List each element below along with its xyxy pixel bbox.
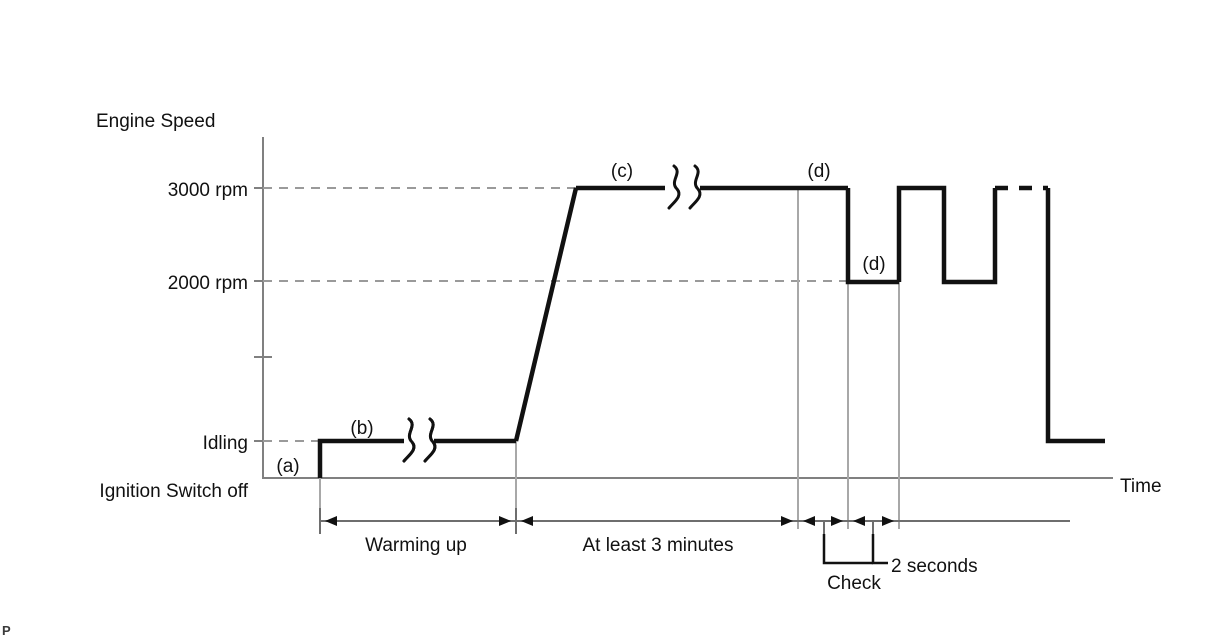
segment-label-check: Check [827, 573, 881, 594]
y-tick-label-3000: 3000 rpm [168, 180, 248, 201]
callout-d-step: (d) [862, 254, 885, 275]
segment-label-three-minutes: At least 3 minutes [582, 535, 733, 556]
break-mark-idling [402, 417, 437, 463]
baseline-label: Ignition Switch off [99, 481, 248, 502]
trace-check-plateau [845, 188, 899, 285]
trace-return-to-idle [1045, 188, 1105, 444]
trace-pulses [896, 185, 998, 285]
y-tick-label-2000: 2000 rpm [168, 273, 248, 294]
callout-a: (a) [276, 456, 299, 477]
callout-b: (b) [350, 418, 373, 439]
y-axis-title: Engine Speed [96, 111, 215, 132]
reference-gridlines [263, 187, 848, 442]
timing-dimension-line [319, 508, 1070, 534]
two-seconds-leader [871, 534, 888, 565]
callout-c: (c) [611, 161, 633, 182]
check-bracket [822, 534, 888, 565]
callout-d-top: (d) [807, 161, 830, 182]
engine-speed-trace [317, 185, 1105, 478]
corner-mark: P [2, 623, 11, 638]
check-bracket-path [822, 534, 873, 565]
break-mark-3000 [665, 164, 702, 210]
trace-idling-plateau [317, 438, 516, 478]
break-marks [402, 164, 702, 463]
x-axis-title: Time [1120, 476, 1162, 497]
segment-label-warming-up: Warming up [365, 535, 467, 556]
trace-ramp-up [513, 187, 579, 442]
segment-label-two-seconds: 2 seconds [891, 556, 978, 577]
y-tick-label-idling: Idling [203, 433, 248, 454]
